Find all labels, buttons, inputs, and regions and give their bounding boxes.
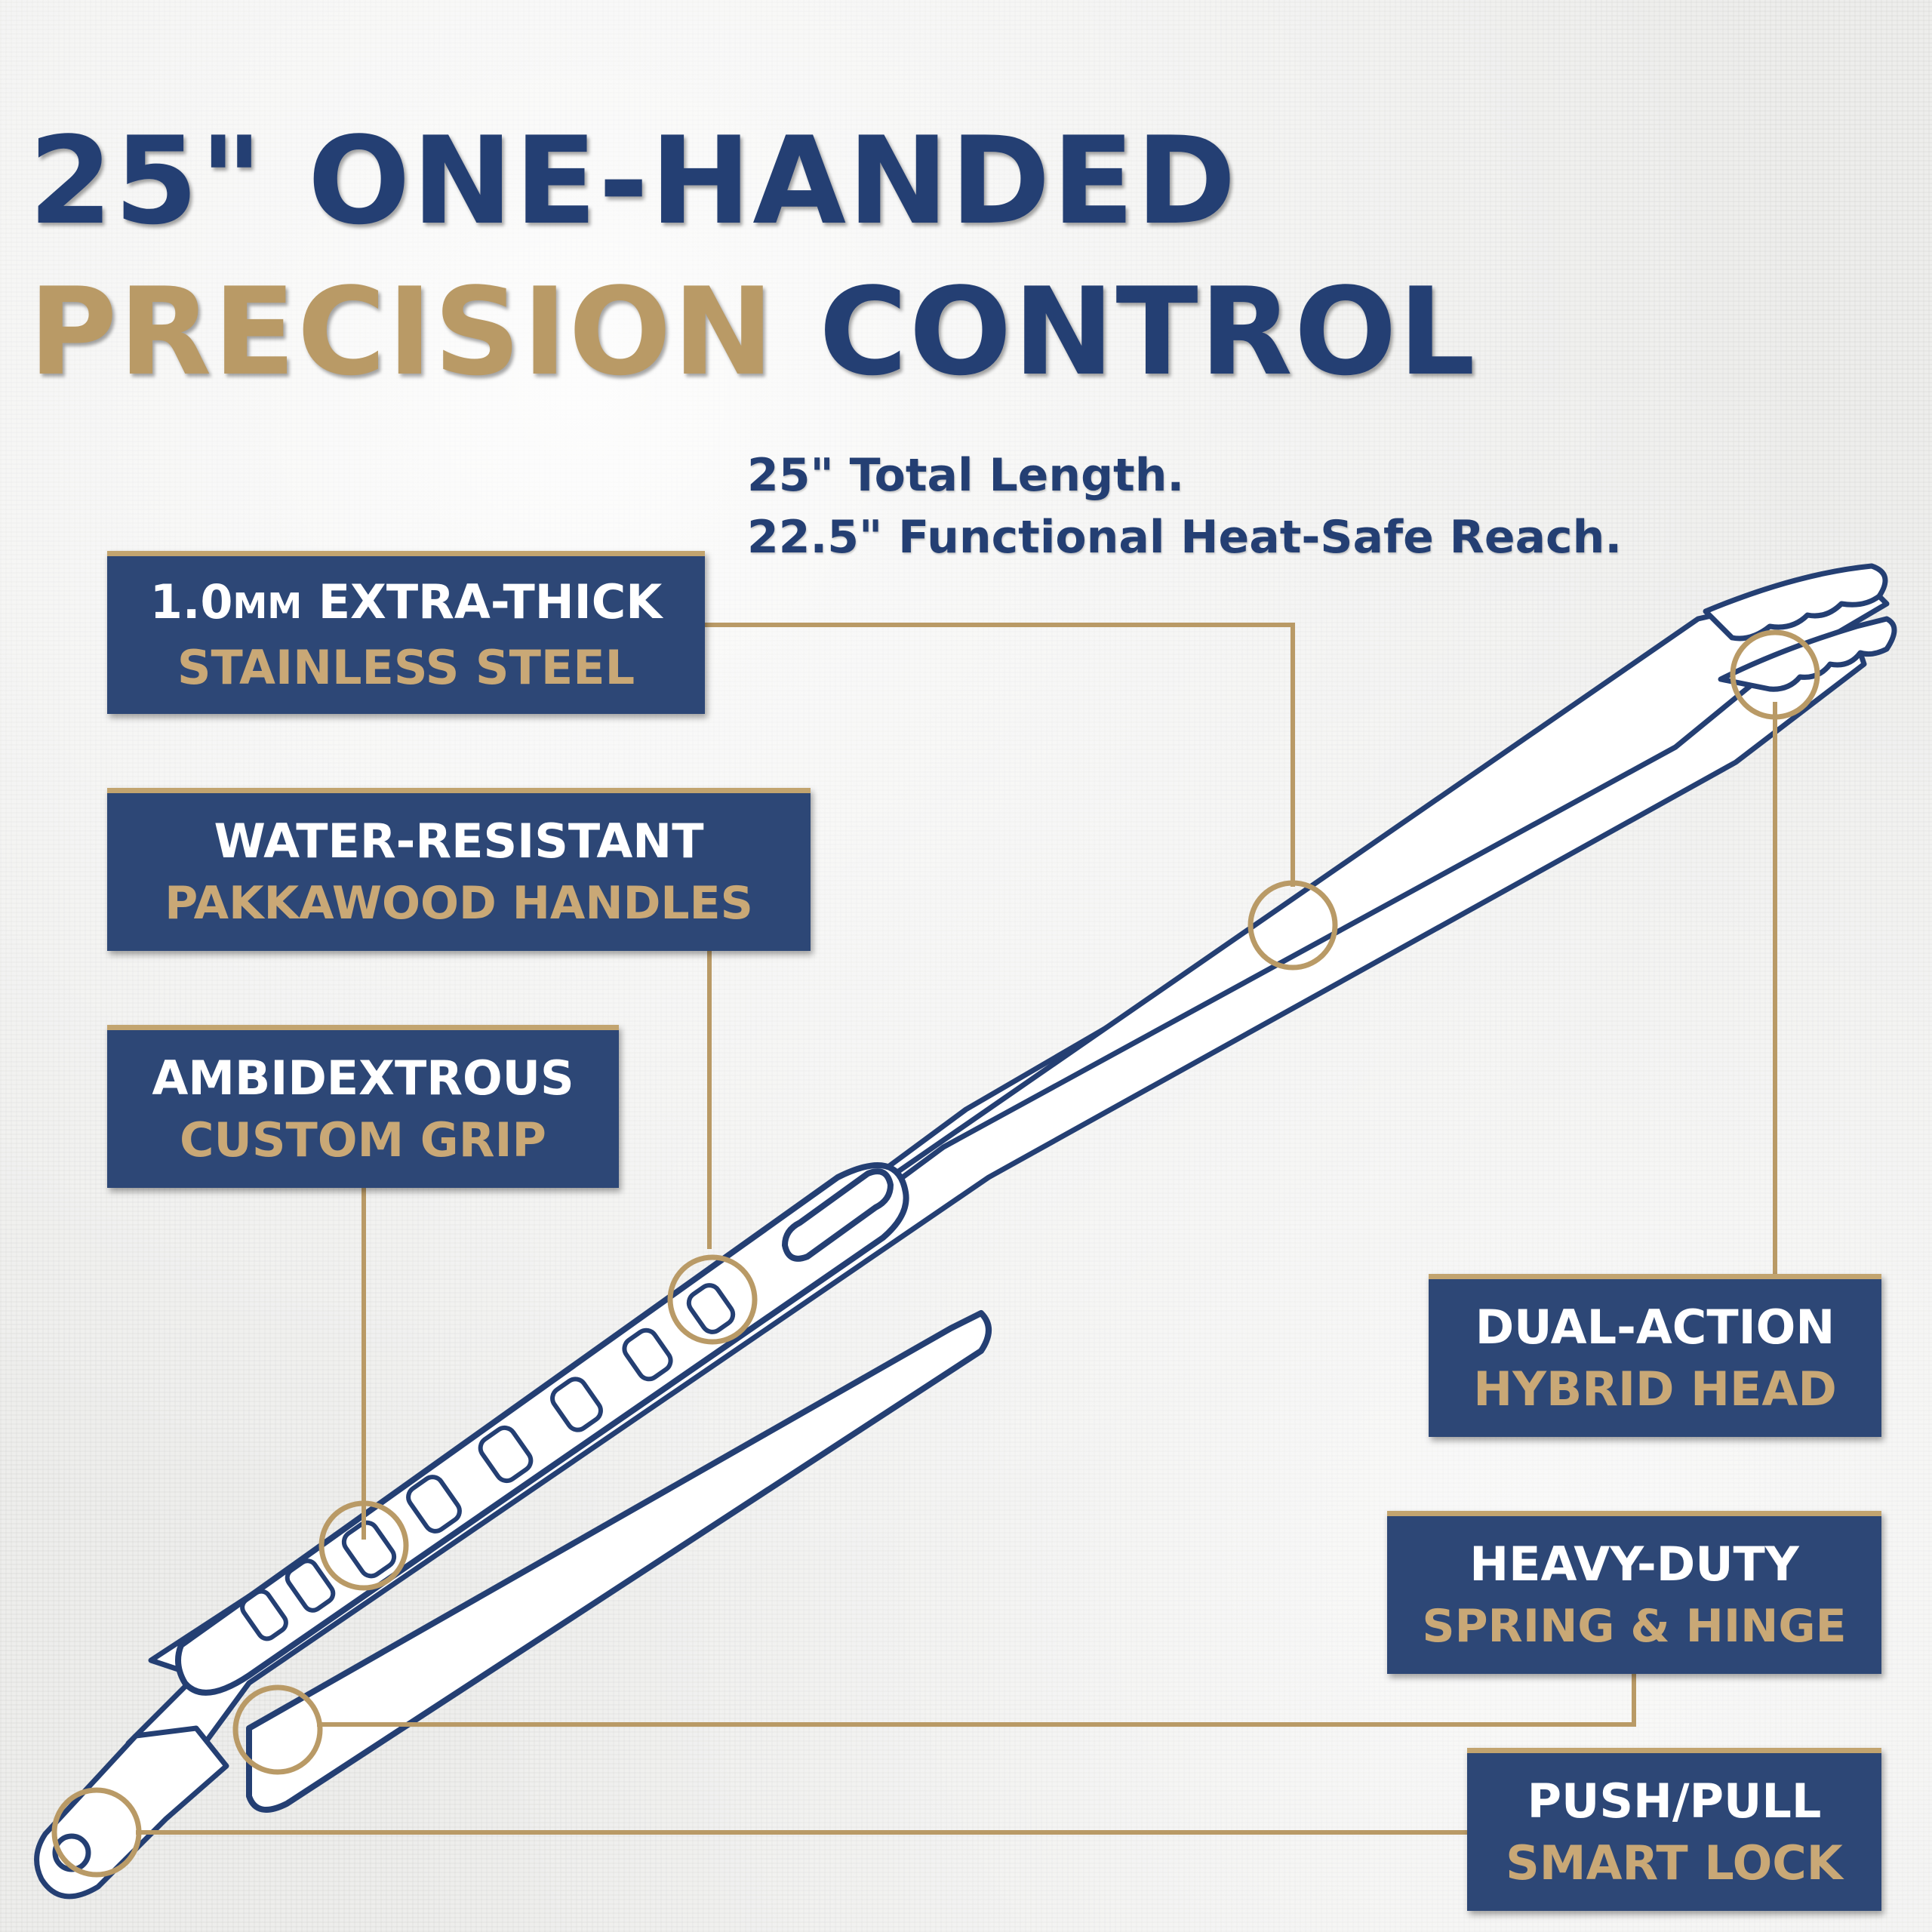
steel-ring <box>1247 880 1338 971</box>
highlight-rings <box>51 629 1820 1878</box>
headline-rest: CONTROL <box>775 261 1477 402</box>
steel-thickness-label: EXTRA-THICK <box>302 574 663 629</box>
callout-grip-line1: AMBIDEXTROUS <box>152 1050 574 1106</box>
headline-line-1: 25" ONE-HANDED <box>29 110 1238 251</box>
head-ring <box>1730 629 1820 720</box>
callout-smart-lock: PUSH/PULL SMART LOCK <box>1467 1748 1881 1911</box>
steel-thickness-unit: MM <box>232 586 303 626</box>
total-length-spec: 25" Total Length. <box>747 449 1185 502</box>
callout-lock-line1: PUSH/PULL <box>1527 1773 1822 1829</box>
leader-lines <box>136 623 1777 1835</box>
callout-steel-line1: 1.0MM EXTRA-THICK <box>150 571 663 637</box>
callout-pakkawood-handles: WATER-RESISTANT PAKKAWOOD HANDLES <box>107 788 811 951</box>
callout-head-line2: HYBRID HEAD <box>1473 1361 1837 1417</box>
callout-stainless-steel: 1.0MM EXTRA-THICK STAINLESS STEEL <box>107 551 705 714</box>
grip-ring <box>318 1500 409 1591</box>
callout-spring-line1: HEAVY-DUTY <box>1469 1536 1799 1592</box>
callout-custom-grip: AMBIDEXTROUS CUSTOM GRIP <box>107 1025 619 1188</box>
callout-handles-line2: PAKKAWOOD HANDLES <box>165 876 753 930</box>
callout-handles-line1: WATER-RESISTANT <box>214 813 704 869</box>
callout-spring-hinge: HEAVY-DUTY SPRING & HINGE <box>1387 1511 1881 1674</box>
callout-hybrid-head: DUAL-ACTION HYBRID HEAD <box>1429 1274 1881 1437</box>
steel-thickness: 1.0 <box>149 574 233 629</box>
lower-handle <box>246 1310 992 1813</box>
headline-line-2: PRECISION CONTROL <box>29 272 1477 392</box>
headline-accent: PRECISION <box>29 261 776 402</box>
callout-steel-line2: STAINLESS STEEL <box>177 640 635 695</box>
spring-ring <box>232 1684 323 1775</box>
callout-grip-line2: CUSTOM GRIP <box>180 1112 546 1168</box>
tongs-head <box>1703 563 1897 692</box>
grip-pads <box>240 1283 736 1641</box>
reach-spec: 22.5" Functional Heat-Safe Reach. <box>747 511 1623 564</box>
callout-spring-line2: SPRING & HINGE <box>1422 1599 1847 1653</box>
handle-ring <box>667 1254 758 1345</box>
lock-ring <box>51 1787 142 1878</box>
callout-lock-line2: SMART LOCK <box>1506 1835 1843 1890</box>
callout-head-line1: DUAL-ACTION <box>1475 1299 1835 1355</box>
